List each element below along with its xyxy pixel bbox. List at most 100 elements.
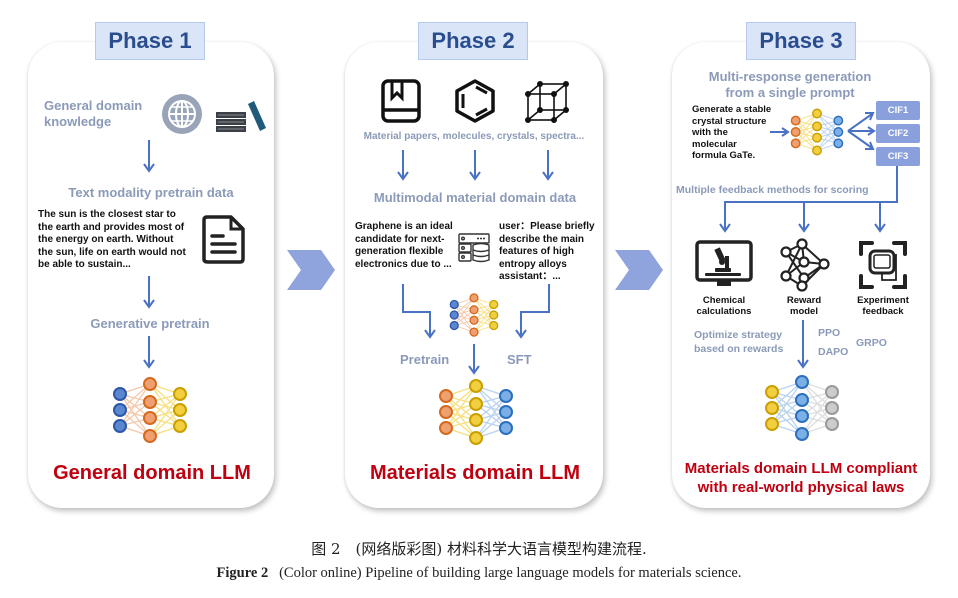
nn-node xyxy=(449,310,459,320)
nn-node xyxy=(790,127,801,137)
neural-network-icon xyxy=(765,375,839,441)
general-domain-knowledge-label: General domain knowledge xyxy=(44,98,143,129)
caption-english: Figure 2 (Color online) Pipeline of buil… xyxy=(0,565,958,582)
crystal-lattice-icon xyxy=(525,81,569,123)
nn-node xyxy=(795,427,809,441)
nn-node xyxy=(469,305,479,315)
sample-text-user-query: user：Please briefly describe the main fe… xyxy=(499,221,595,282)
nn-edge xyxy=(149,383,181,427)
text-modality-pretrain-data-label: Text modality pretrain data xyxy=(68,185,234,200)
nn-node xyxy=(499,405,513,419)
nn-node xyxy=(469,431,483,445)
device-scan-icon xyxy=(859,241,907,289)
nn-edge xyxy=(801,381,833,425)
nn-node xyxy=(765,401,779,415)
nn-node xyxy=(469,293,479,303)
feedback-branch-arrows xyxy=(719,166,898,233)
nn-node xyxy=(173,419,187,433)
nn-node xyxy=(825,401,839,415)
nn-edge xyxy=(795,120,818,151)
sample-text-graphene: Graphene is an ideal candidate for next-… xyxy=(355,221,453,270)
nn-node xyxy=(825,385,839,399)
phase-3-label: Phase 3 xyxy=(746,22,856,60)
flow-arrow xyxy=(143,276,155,309)
algorithm-dapo: DAPO xyxy=(818,346,849,358)
nn-node xyxy=(173,387,187,401)
prompt-text: Generate a stable crystal structure with… xyxy=(692,104,772,161)
nn-node xyxy=(790,138,801,149)
feedback-method-label: Experiment feedback xyxy=(857,295,909,317)
feedback-methods-label: Multiple feedback methods for scoring xyxy=(676,184,869,196)
nn-node xyxy=(469,327,479,337)
nn-node xyxy=(812,108,822,119)
optimize-strategy-label: Optimize strategy based on rewards xyxy=(694,329,784,355)
neural-network-small-icon xyxy=(449,293,499,337)
nn-node xyxy=(795,393,809,407)
nn-edge xyxy=(795,113,818,144)
nn-edge xyxy=(149,393,181,437)
nn-node xyxy=(795,409,809,423)
nn-node xyxy=(765,385,779,399)
nn-node xyxy=(765,417,779,431)
nn-node xyxy=(833,138,844,149)
nn-node xyxy=(489,320,499,331)
chevron-arrow-icon xyxy=(615,250,663,290)
nn-edge xyxy=(816,113,839,144)
nn-edge xyxy=(771,381,803,425)
nn-node xyxy=(449,299,459,310)
material-sources-label: Material papers, molecules, crystals, sp… xyxy=(363,131,585,142)
caption-english-text: (Color online) Pipeline of building larg… xyxy=(279,565,742,581)
nn-node xyxy=(143,395,157,409)
document-icon xyxy=(202,215,245,264)
multi-response-generation-label: Multi-response generation from a single … xyxy=(708,69,872,100)
nn-node xyxy=(833,115,844,126)
nn-edge xyxy=(445,395,477,439)
caption-chinese: 图 2 (网络版彩图) 材料科学大语言模型构建流程. xyxy=(311,540,647,558)
nn-node xyxy=(499,421,513,435)
nn-edge xyxy=(473,297,495,326)
nn-node xyxy=(812,145,822,156)
nn-node xyxy=(469,397,483,411)
nn-node xyxy=(439,421,453,435)
feedback-method-label: Reward model xyxy=(786,295,822,317)
nn-node xyxy=(449,320,459,331)
nn-edge xyxy=(771,391,803,435)
compliant-llm-label: Materials domain LLM compliant with real… xyxy=(684,460,918,496)
generative-pretrain-label: Generative pretrain xyxy=(90,316,210,331)
nn-edge xyxy=(475,385,507,429)
sample-text-general: The sun is the closest star to the earth… xyxy=(38,209,186,270)
nn-node xyxy=(833,127,844,137)
phase-1-label: Phase 1 xyxy=(95,22,205,60)
nn-node xyxy=(143,411,157,425)
benzene-icon xyxy=(455,79,495,123)
network-graph-icon xyxy=(780,238,830,292)
nn-node xyxy=(489,310,499,320)
nn-node xyxy=(469,413,483,427)
nn-edge xyxy=(453,297,475,326)
nn-edge xyxy=(453,304,475,333)
computer-microscope-icon xyxy=(695,240,753,286)
nn-edge xyxy=(475,395,507,439)
nn-edge xyxy=(473,304,495,333)
nn-node xyxy=(469,379,483,393)
nn-node xyxy=(113,387,127,401)
nn-node xyxy=(113,403,127,417)
nn-node xyxy=(143,377,157,391)
nn-edge xyxy=(445,385,477,429)
flow-arrow xyxy=(469,150,481,181)
algorithm-ppo: PPO xyxy=(818,327,841,339)
neural-network-icon xyxy=(439,379,513,445)
nn-node xyxy=(143,429,157,443)
flow-arrow xyxy=(143,140,155,173)
nn-node xyxy=(173,403,187,417)
prompt-arrow xyxy=(770,127,790,137)
nn-node xyxy=(499,389,513,403)
flow-arrow xyxy=(468,344,480,375)
nn-node xyxy=(825,417,839,431)
materials-domain-llm-label: Materials domain LLM xyxy=(369,462,581,484)
nn-node xyxy=(439,389,453,403)
nn-node xyxy=(113,419,127,433)
cif-output: CIF3 xyxy=(876,147,920,166)
nn-node xyxy=(790,115,801,126)
flow-arrow xyxy=(542,150,554,181)
